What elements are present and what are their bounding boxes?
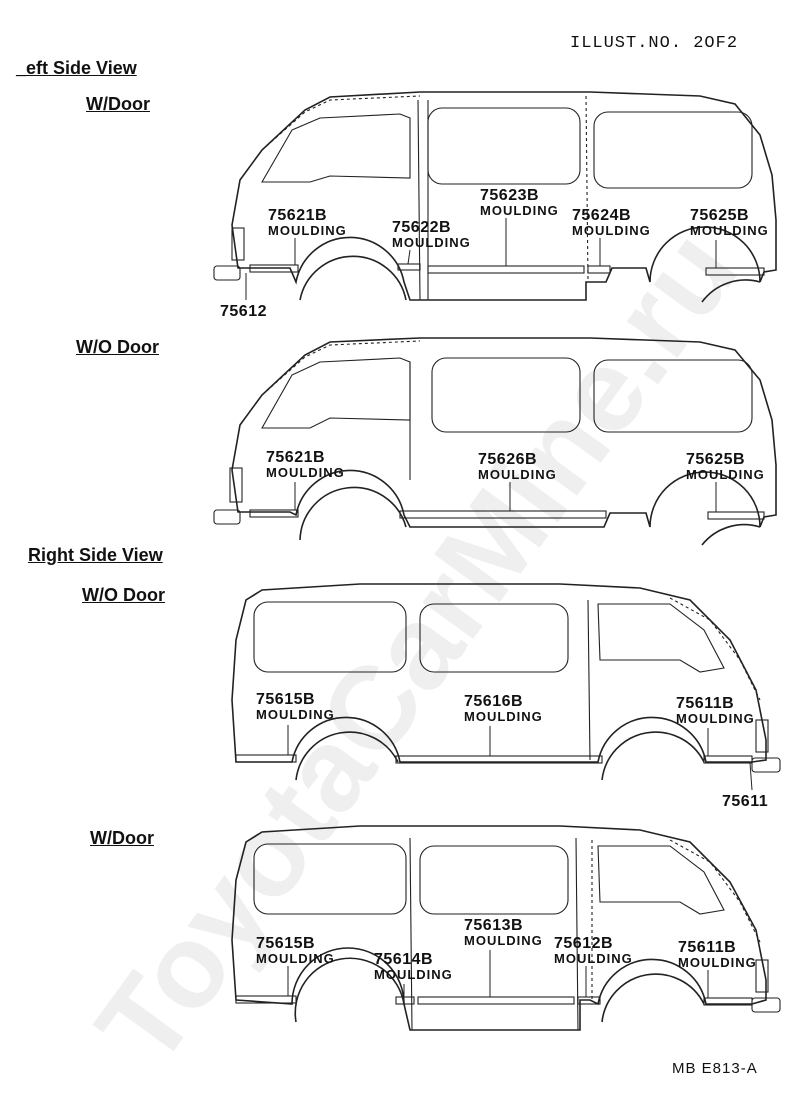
callout-75625b: 75625B MOULDING: [686, 452, 765, 482]
callout-75622b: 75622B MOULDING: [392, 220, 471, 250]
callout-75626b: 75626B MOULDING: [478, 452, 557, 482]
part-name: MOULDING: [554, 951, 633, 966]
part-number: 75621B: [268, 207, 328, 224]
van-left-w-door: [213, 91, 777, 303]
part-name: MOULDING: [480, 203, 559, 218]
part-number: 75625B: [690, 207, 750, 224]
part-number: 75624B: [572, 207, 632, 224]
callout-75615b: 75615B MOULDING: [256, 692, 335, 722]
part-name: MOULDING: [676, 711, 755, 726]
figure-code: MB E813-A: [672, 1060, 758, 1077]
part-name: MOULDING: [464, 933, 543, 948]
part-number: 75615B: [256, 691, 316, 708]
part-name: MOULDING: [478, 467, 557, 482]
callout-75614b: 75614B MOULDING: [374, 952, 453, 982]
left-w-door-label: W/Door: [86, 94, 150, 114]
illustration-number: ILLUST.NO. 2OF2: [570, 34, 739, 53]
callout-75612b: 75612B MOULDING: [554, 936, 633, 966]
part-number: 75614B: [374, 951, 434, 968]
part-name: MOULDING: [572, 223, 651, 238]
part-number: 75621B: [266, 449, 326, 466]
part-number: 75611B: [678, 939, 737, 956]
callout-75624b: 75624B MOULDING: [572, 208, 651, 238]
callout-75616b: 75616B MOULDING: [464, 694, 543, 724]
van-right-w-door: [231, 825, 781, 1031]
right-side-view-title: Right Side View: [28, 545, 163, 565]
part-number: 75623B: [480, 187, 540, 204]
part-number: 75622B: [392, 219, 452, 236]
part-name: MOULDING: [256, 707, 335, 722]
right-wo-door-label: W/O Door: [82, 585, 165, 605]
van-right-wo-door: [231, 583, 781, 791]
part-number: 75626B: [478, 451, 538, 468]
left-wo-door-label: W/O Door: [76, 337, 159, 357]
callout-75612: 75612: [220, 303, 267, 320]
part-name: MOULDING: [266, 465, 345, 480]
callout-75611b: 75611B MOULDING: [678, 940, 757, 970]
part-name: MOULDING: [464, 709, 543, 724]
right-w-door-label: W/Door: [90, 828, 154, 848]
part-name: MOULDING: [256, 951, 335, 966]
callout-75611b: 75611B MOULDING: [676, 696, 755, 726]
part-number: 75625B: [686, 451, 746, 468]
part-number: 75615B: [256, 935, 316, 952]
part-name: MOULDING: [686, 467, 765, 482]
callout-75613b: 75613B MOULDING: [464, 918, 543, 948]
left-side-view-title: _eft Side View: [16, 58, 137, 78]
van-left-wo-door: [213, 337, 777, 546]
callout-75611: 75611: [722, 793, 769, 810]
part-number: 75612B: [554, 935, 614, 952]
callout-75615b: 75615B MOULDING: [256, 936, 335, 966]
part-name: MOULDING: [678, 955, 757, 970]
callout-75625b: 75625B MOULDING: [690, 208, 769, 238]
part-name: MOULDING: [374, 967, 453, 982]
callout-75623b: 75623B MOULDING: [480, 188, 559, 218]
part-name: MOULDING: [690, 223, 769, 238]
callout-75621b: 75621B MOULDING: [268, 208, 347, 238]
part-number: 75611B: [676, 695, 735, 712]
part-name: MOULDING: [268, 223, 347, 238]
part-number: 75613B: [464, 917, 524, 934]
part-number: 75616B: [464, 693, 524, 710]
callout-75621b: 75621B MOULDING: [266, 450, 345, 480]
part-name: MOULDING: [392, 235, 471, 250]
